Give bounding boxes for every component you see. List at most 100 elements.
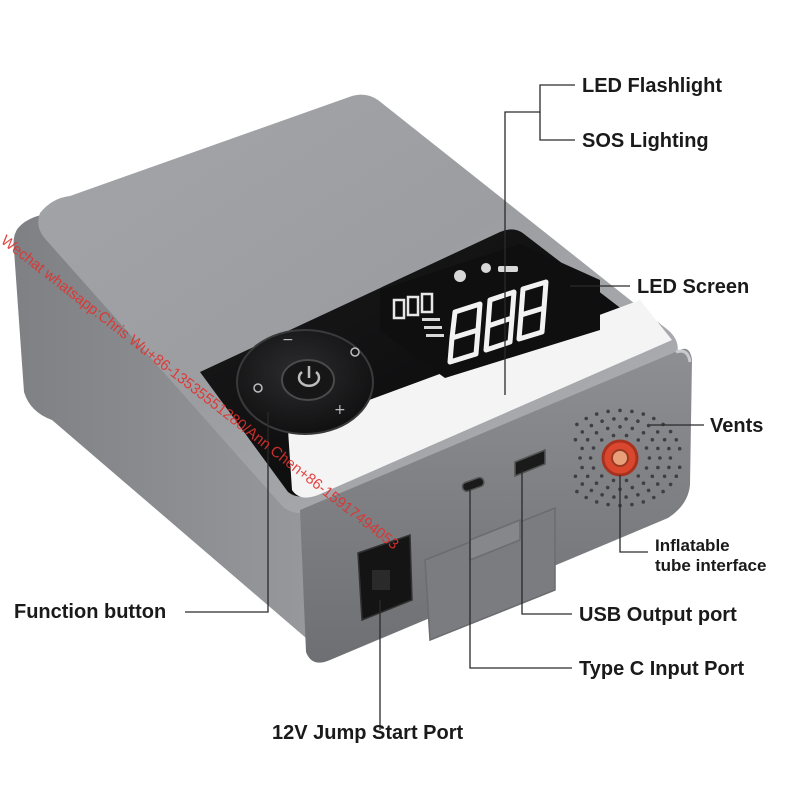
leader-inflatable [619,475,648,553]
vent-hole [652,416,656,421]
vent-hole [652,495,656,500]
vent-hole [646,423,651,428]
label-led-flashlight: LED Flashlight [582,75,722,97]
vent-hole [644,446,649,450]
vent-hole [600,493,604,497]
lcd-digit-3 [516,279,549,342]
light-icon [253,383,263,393]
vent-hole [600,419,604,424]
vent-hole [589,488,594,493]
vent-hole [661,489,665,494]
lcd-digit-2 [483,289,517,353]
label-vents: Vents [710,415,764,437]
label-usb-output: USB Output port [579,604,737,626]
vent-hole [668,456,673,460]
vent-hole [594,412,599,416]
vent-hole [662,437,667,442]
vent-hole [605,426,610,431]
vent-hole [630,426,635,431]
vent-hole [575,422,579,427]
lcd-icon-6 [426,334,444,337]
flashlight-strip [288,300,672,498]
lcd-icon-3 [498,266,518,272]
vent-hole [674,474,679,479]
vent-hole [580,465,584,470]
vent-hole [636,419,640,424]
vent-hole [641,412,646,416]
usb-output-port[interactable] [514,448,546,478]
lcd-icon-2 [481,263,491,273]
function-button[interactable]: − + [236,329,374,435]
vent-hole [650,437,655,442]
lcd-small-digit-1 [392,298,406,320]
vents-grid [573,408,682,508]
inflatable-port[interactable] [601,439,639,477]
mode-icon [350,347,360,357]
lcd-small-digit-2 [406,295,420,317]
leader-function-button [185,412,269,613]
vent-hole [677,465,682,470]
lcd-icon-5 [424,326,442,329]
type-c-port-shell [461,476,485,493]
lcd-small-digits [392,292,434,320]
label-sos-lighting: SOS Lighting [582,130,709,152]
vent-hole [630,502,634,507]
label-jump-start: 12V Jump Start Port [272,722,464,744]
vent-hole [636,474,641,478]
vent-hole [585,437,590,442]
label-inflatable-line2: tube interface [655,556,767,575]
body-edge-highlight [675,349,692,363]
vent-hole [630,409,634,414]
vent-hole [585,474,590,479]
leader-usb-output [521,470,572,615]
vent-hole [624,433,629,438]
vent-hole [650,474,655,479]
vent-hole [578,456,582,460]
vent-hole [646,488,651,493]
jump-start-pin [372,570,390,590]
vent-hole [624,478,629,483]
vent-hole [594,431,599,435]
vent-hole [573,474,578,479]
plus-icon: + [334,402,346,418]
lcd-icons [422,263,518,337]
vent-hole [636,493,640,497]
vent-hole [580,430,585,434]
function-button-center [281,359,335,401]
type-c-input-port[interactable] [461,476,485,493]
vent-hole [612,495,616,499]
vent-hole [667,465,671,470]
leader-lines [185,84,704,730]
vent-hole [594,481,599,486]
lcd-digits [447,279,549,365]
power-icon [297,366,321,387]
vent-hole [611,478,616,483]
usb-port-shell [514,448,546,478]
vent-hole [655,430,660,434]
jump-start-port[interactable] [357,533,413,622]
vent-hole [580,482,585,486]
vent-hole [624,417,628,421]
vent-hole [618,425,622,429]
vent-hole [606,409,610,414]
vent-hole [641,431,646,435]
label-inflatable-line1: Inflatable [655,536,730,555]
lcd-icon-1 [454,270,466,282]
lcd-icon-4 [422,318,440,321]
vent-hole [618,408,622,413]
vent-hole [656,465,660,470]
vent-hole [589,423,594,428]
vent-hole [656,446,660,451]
vent-hole [584,495,588,500]
vent-hole [591,466,596,470]
body-left-side [13,212,320,650]
vent-hole [655,482,660,486]
vent-hole [641,481,646,486]
vent-hole [599,474,604,478]
vent-hole [591,446,596,450]
vent-hole [641,500,646,504]
label-led-screen: LED Screen [637,276,750,298]
vent-hole [667,446,671,451]
vent-hole [606,502,610,507]
